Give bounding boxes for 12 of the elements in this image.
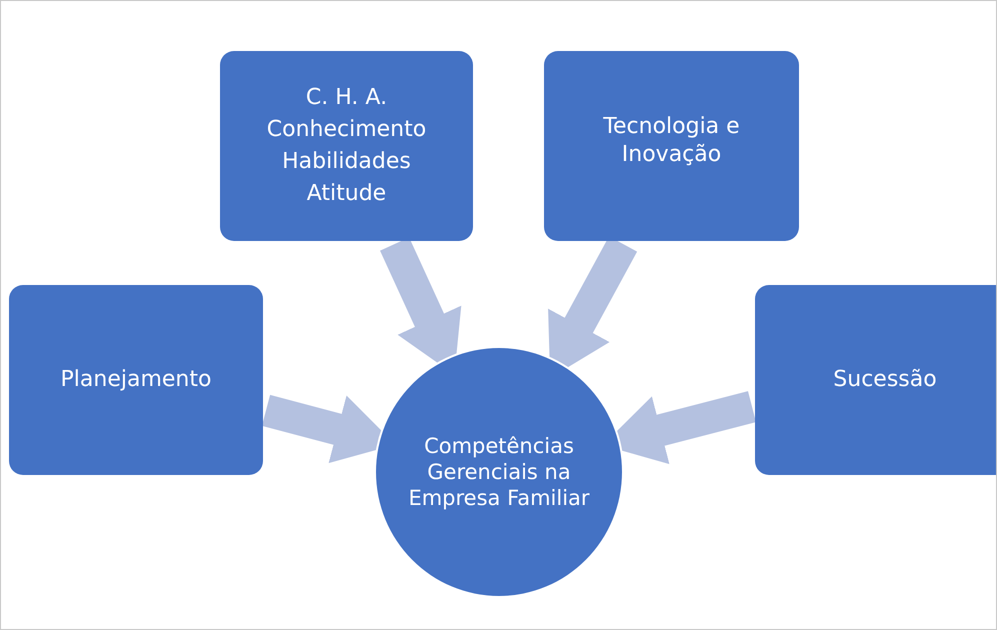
- box-label: Tecnologia e Inovação: [602, 113, 741, 168]
- box-label: Sucessão: [833, 366, 937, 394]
- topic-box: [755, 285, 996, 475]
- topic-box: [544, 51, 799, 241]
- box-label: Conhecimento: [266, 116, 426, 144]
- topic-box: [9, 285, 263, 475]
- box-label: Habilidades: [282, 148, 411, 176]
- topic-box: [220, 51, 473, 241]
- box-heading: C. H. A.: [306, 84, 388, 112]
- box-label: Planejamento: [60, 366, 212, 394]
- box-label: Atitude: [306, 180, 386, 208]
- box-label: Competências Gerenciais na Empresa Familiar: [407, 432, 591, 512]
